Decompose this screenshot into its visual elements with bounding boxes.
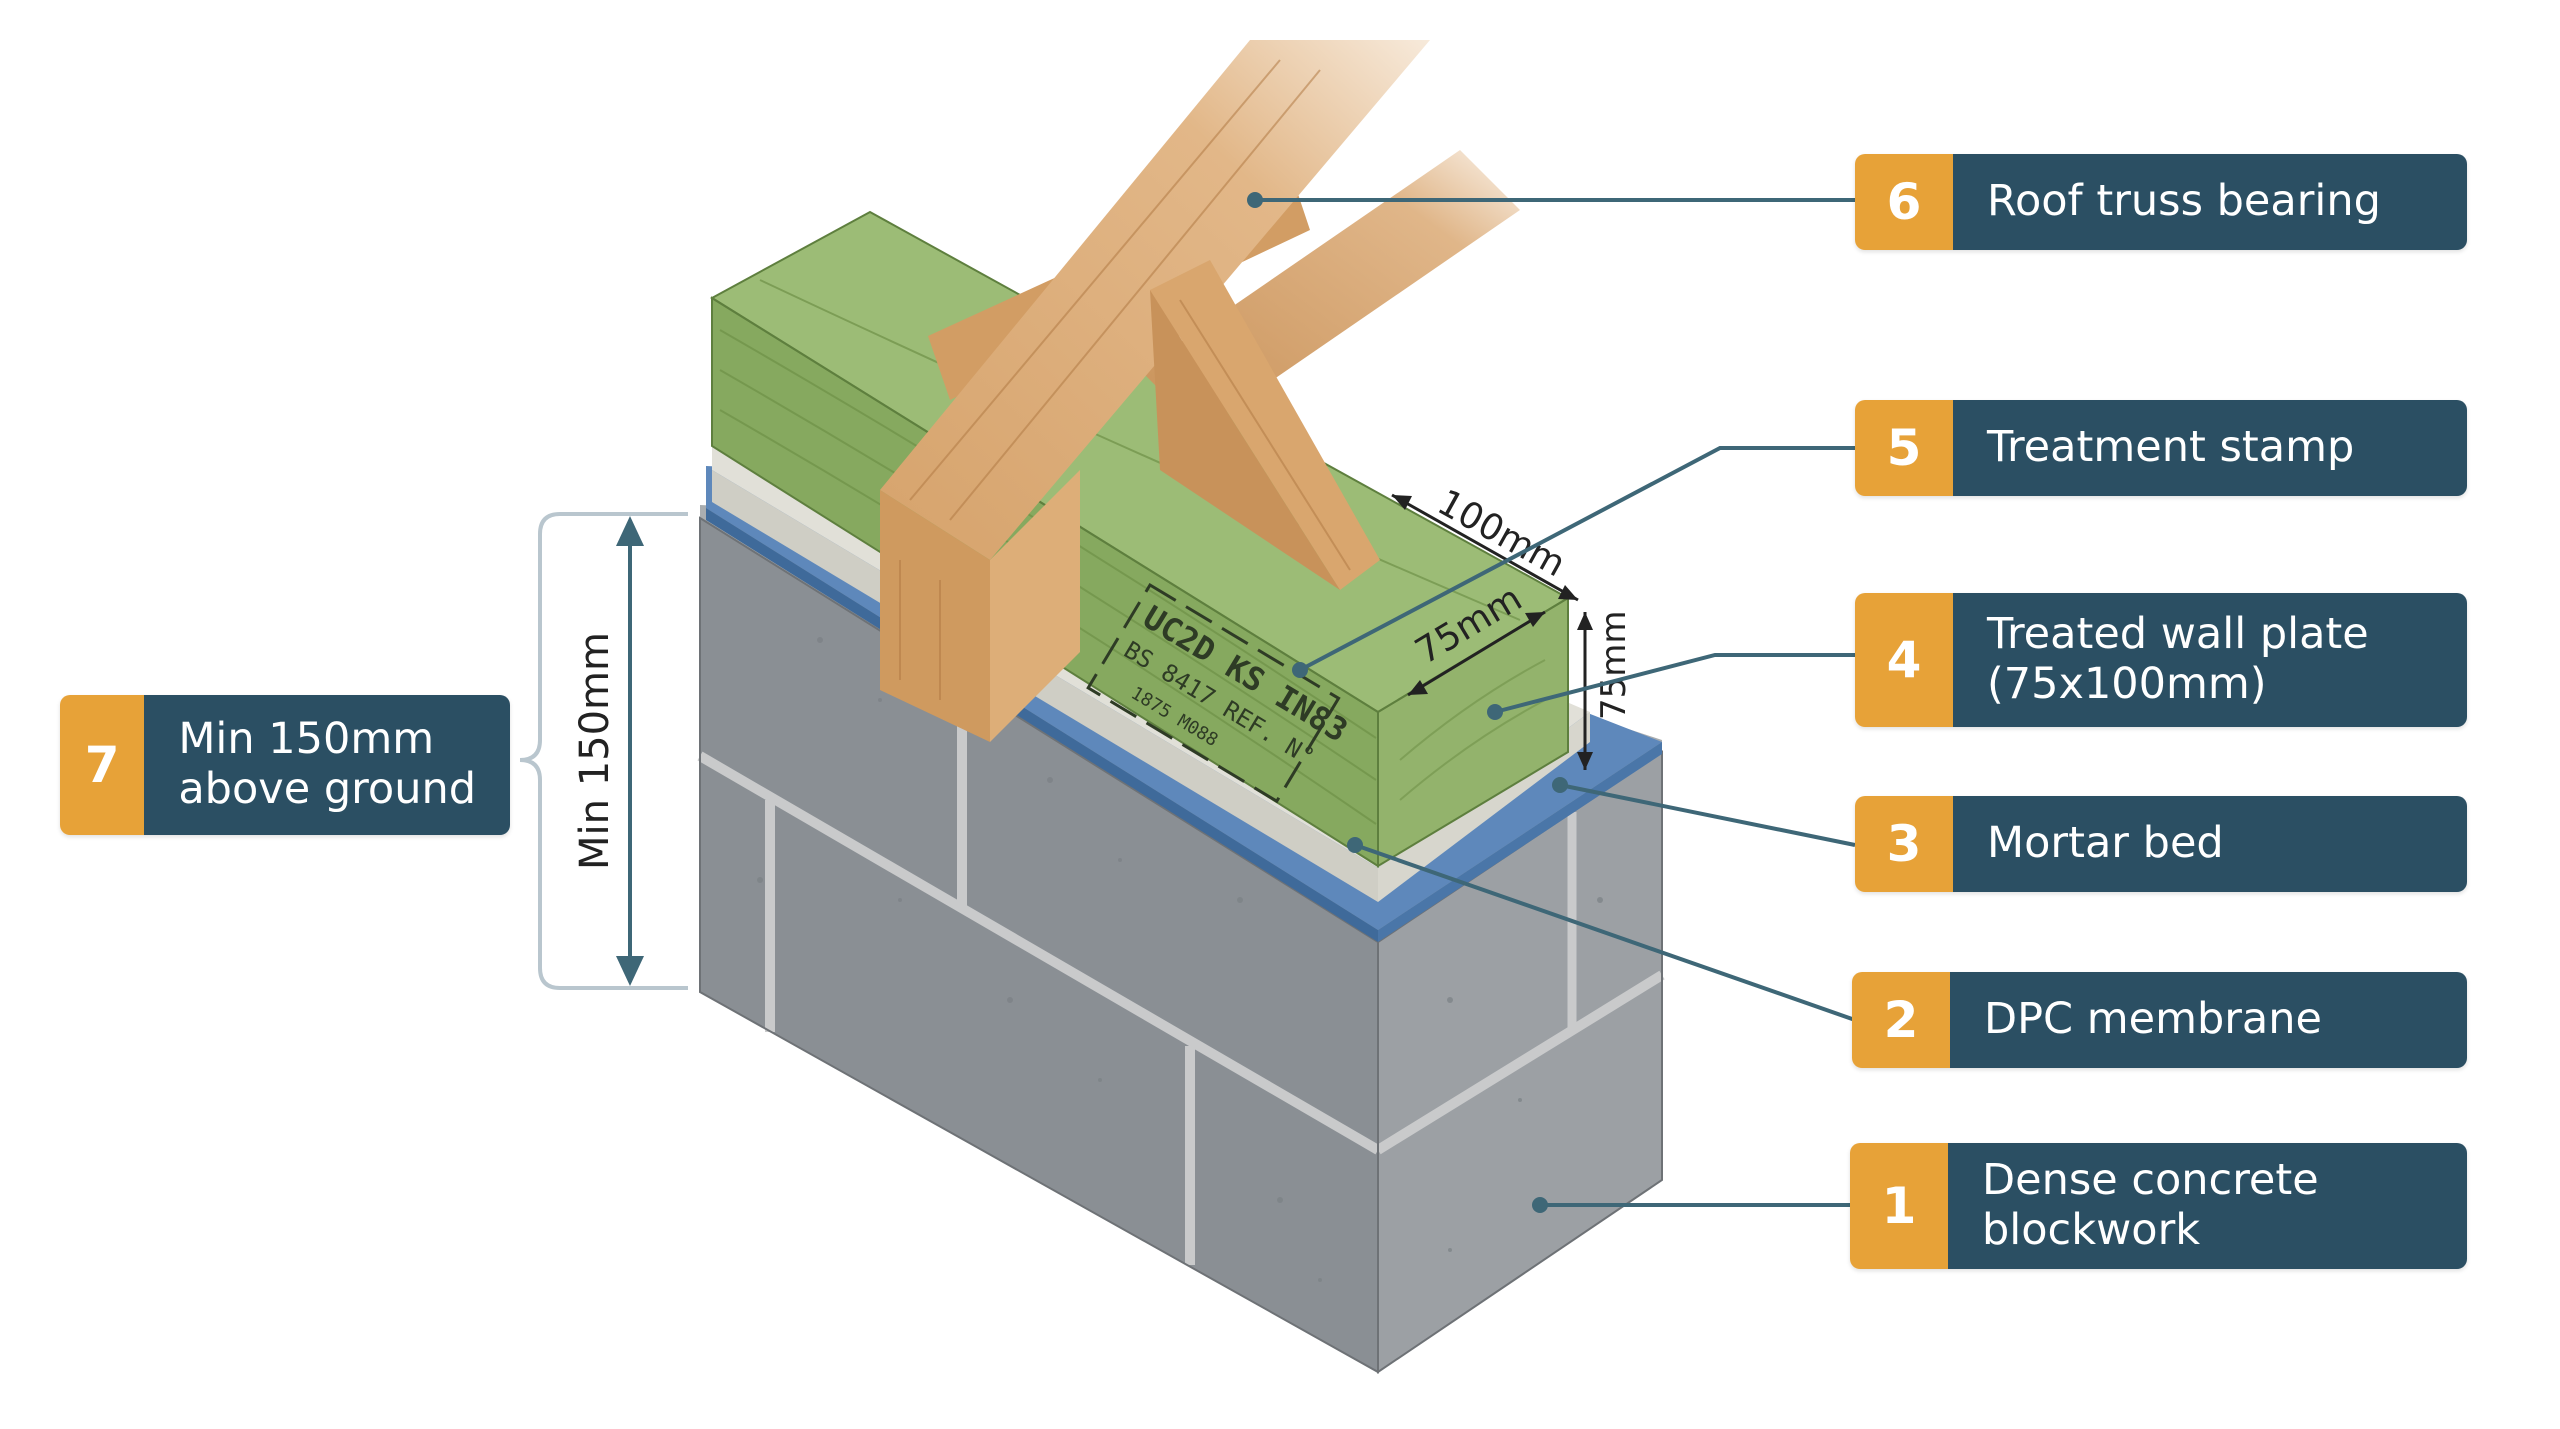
dimension-min-150mm-label: Min 150mm (572, 632, 618, 870)
callout-7-min-150mm-above-ground: 7 Min 150mm above ground (60, 695, 510, 835)
leader-dots (1247, 192, 1568, 1213)
callout-label-line-2: (75x100mm) (1987, 659, 2267, 709)
callout-label: Treated wall plate (1987, 609, 2369, 660)
callout-number: 5 (1855, 400, 1953, 496)
leader-4 (1494, 653, 1855, 714)
callout-6-roof-truss-bearing: 6 Roof truss bearing (1855, 154, 2467, 250)
callout-4-treated-wall-plate: 4 Treated wall plate (75x100mm) (1855, 593, 2467, 727)
callout-label: Mortar bed (1987, 818, 2224, 869)
leader-2 (1354, 843, 1856, 1022)
callout-2-dpc-membrane: 2 DPC membrane (1852, 972, 2467, 1068)
roof-truss (880, 40, 1520, 742)
callout-label: DPC membrane (1984, 994, 2322, 1045)
callout-label-line-2: above ground (178, 764, 476, 814)
callout-number: 4 (1855, 593, 1953, 727)
callout-label: Min 150mm (178, 714, 435, 765)
callout-label: Roof truss bearing (1987, 176, 2381, 227)
leader-3 (1559, 783, 1856, 847)
callout-label-line-2: blockwork (1982, 1205, 2201, 1255)
callout-number: 6 (1855, 154, 1953, 250)
callout-label: Treatment stamp (1987, 422, 2355, 473)
dimension-75mm-height-label: 75mm (1594, 610, 1634, 720)
callout-number: 3 (1855, 796, 1953, 892)
callout-number: 1 (1850, 1143, 1948, 1269)
dimension-min-150mm: Min 150mm (519, 512, 688, 990)
callout-1-dense-concrete-blockwork: 1 Dense concrete blockwork (1850, 1143, 2467, 1269)
callout-label: Dense concrete (1982, 1155, 2319, 1206)
callout-number: 7 (60, 695, 145, 835)
callout-3-mortar-bed: 3 Mortar bed (1855, 796, 2467, 892)
leader-lines (1255, 198, 1856, 1207)
dimension-75mm-height: 75mm (1577, 610, 1634, 770)
callout-5-treatment-stamp: 5 Treatment stamp (1855, 400, 2467, 496)
callout-number: 2 (1852, 972, 1950, 1068)
leader-5 (1299, 446, 1855, 672)
